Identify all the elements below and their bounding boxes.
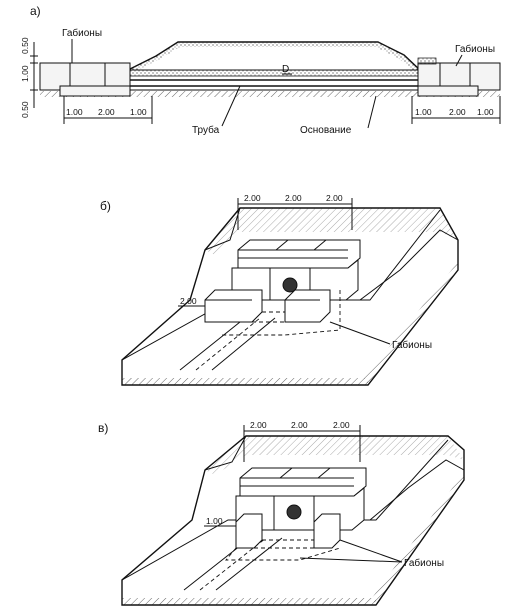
- c-top-dim-2: 2.00: [291, 420, 308, 430]
- b-side-hatch: [364, 262, 458, 385]
- vert-dim-2: 1.00: [20, 65, 30, 82]
- left-dim-3: 1.00: [130, 107, 147, 117]
- pipe-leader: [221, 85, 241, 127]
- pipe-symbol: D: [282, 64, 289, 75]
- c-side-dim: 1.00: [206, 516, 223, 526]
- c-gabion-top-div1: [279, 467, 293, 479]
- b-gabions-leader: [329, 321, 391, 345]
- gabion-right-lower: [417, 85, 479, 97]
- c-ground-hatch: [122, 598, 376, 605]
- section-c: в) 2.00 2.00 2.00 1.00: [98, 420, 465, 606]
- gabions-right-label: Габионы: [455, 43, 495, 55]
- right-dim-1: 1.00: [415, 107, 432, 117]
- section-c-label: в): [98, 421, 108, 435]
- base-label: Основание: [300, 125, 352, 136]
- b-gabion-top-div1: [275, 239, 289, 251]
- b-top-dim-2: 2.00: [285, 193, 302, 203]
- c-gabion-front-right: [313, 513, 341, 549]
- right-dim-2: 2.00: [449, 107, 466, 117]
- b-gabion-top-div2: [313, 239, 327, 251]
- c-gabion-top-div2: [317, 467, 331, 479]
- b-channel: [179, 317, 276, 371]
- c-top-dim-1: 2.00: [250, 420, 267, 430]
- gabion-right-cap: [417, 57, 437, 65]
- c-gabion-top-row: [239, 467, 367, 497]
- c-top-dim-3: 2.00: [333, 420, 350, 430]
- b-gabion-front-right: [284, 289, 331, 323]
- b-side-dim: 2.00: [180, 296, 197, 306]
- b-gabion-hidden: [220, 290, 341, 336]
- b-gabion-front-left: [204, 289, 263, 323]
- b-pipe-end: [282, 277, 298, 293]
- ground-hatch: [40, 91, 500, 97]
- section-a: а) D Габионы Габионы: [20, 4, 501, 136]
- gabions-right-leader: [455, 54, 463, 67]
- vert-dim-3: 0.50: [20, 101, 30, 118]
- gabion-left-lower: [59, 85, 131, 97]
- pipe-bedding: [127, 69, 421, 77]
- c-gabion-front-left: [235, 513, 263, 549]
- pipe-label: Труба: [192, 124, 220, 136]
- c-gabion-hidden: [225, 539, 341, 561]
- base-leader: [367, 95, 377, 129]
- c-gabions-leader-2: [299, 557, 403, 563]
- right-dim-3: 1.00: [477, 107, 494, 117]
- b-top-dim-3: 2.00: [326, 193, 343, 203]
- b-gabions-label: Габионы: [392, 339, 432, 351]
- left-dim-2: 2.00: [98, 107, 115, 117]
- c-side-hatch: [372, 472, 464, 605]
- c-gabions-leader-1: [339, 539, 403, 563]
- embankment-fill: [128, 42, 420, 70]
- b-gabion-top-row: [237, 239, 361, 269]
- b-channel-center: [195, 317, 261, 371]
- vert-dim-1: 0.50: [20, 37, 30, 54]
- section-b: б) 2.00 2.00 2.00 2.00: [100, 193, 459, 386]
- c-gabions-label: Габионы: [404, 557, 444, 569]
- b-top-dim-1: 2.00: [244, 193, 261, 203]
- left-dim-1: 1.00: [66, 107, 83, 117]
- c-slope-right: [369, 459, 465, 521]
- section-a-label: а): [30, 4, 41, 18]
- gabions-left-label: Габионы: [62, 27, 102, 39]
- b-top-hatch: [205, 208, 458, 255]
- c-pipe-end: [286, 504, 302, 520]
- section-b-label: б): [100, 199, 111, 213]
- b-ground-hatch: [122, 378, 368, 385]
- c-top-hatch: [205, 436, 464, 475]
